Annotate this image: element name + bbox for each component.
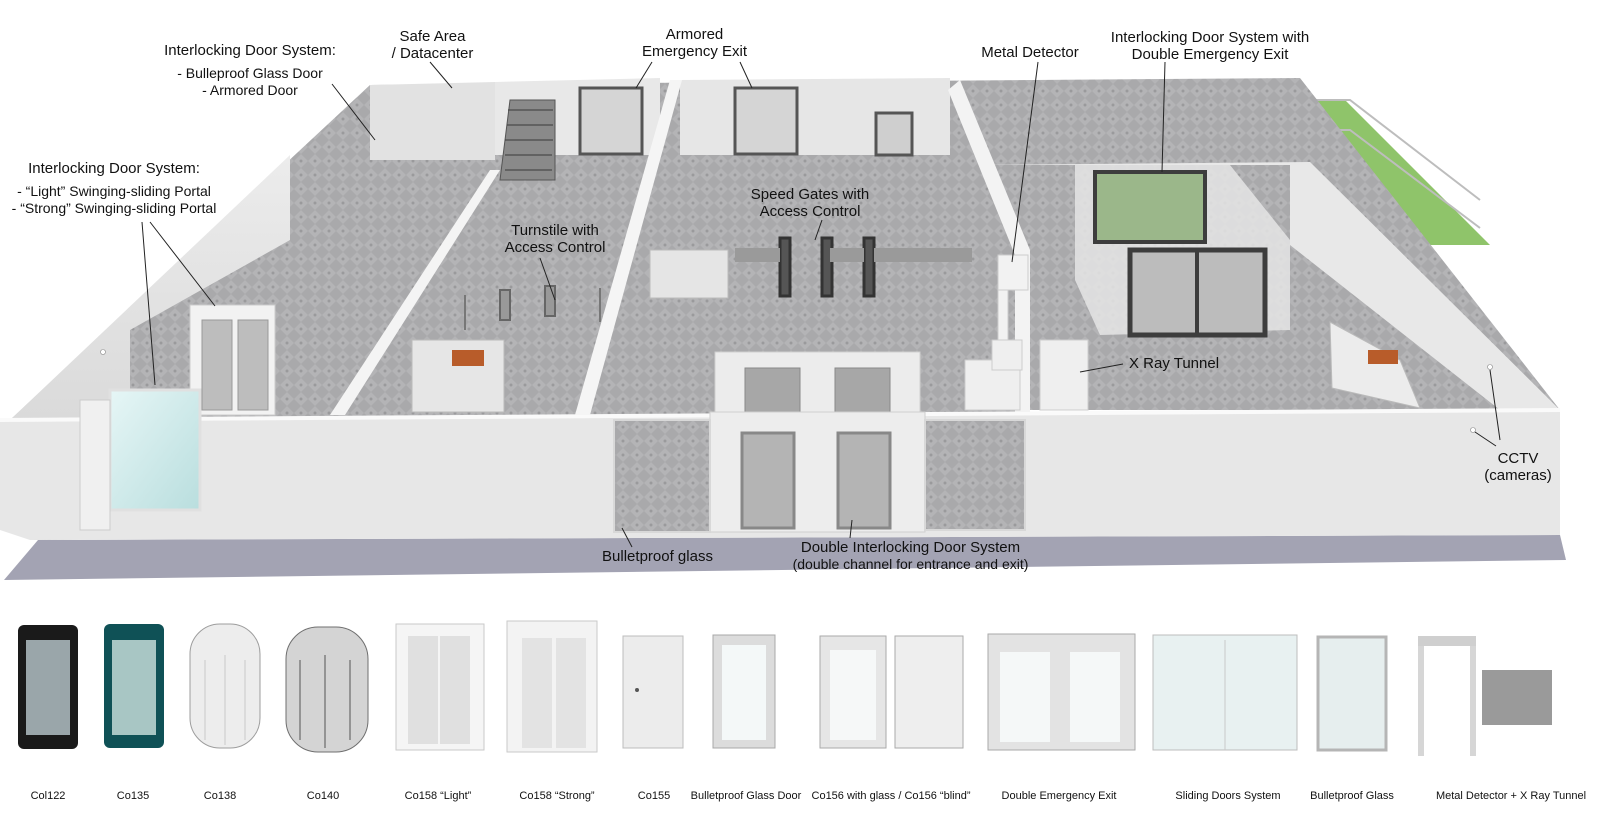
callout-safe-area: Safe Area / Datacenter (380, 28, 485, 62)
product-metal-detector-xray (1418, 636, 1552, 756)
callout-interlock-portal-line1: - “Light” Swinging-sliding Portal (17, 183, 211, 199)
callout-turnstile-line1: Turnstile with (511, 222, 599, 239)
building-base (4, 535, 1566, 580)
callout-interlock-portal-title: Interlocking Door System: (28, 160, 200, 177)
back-wall-left (10, 155, 290, 420)
callout-bulletproof-glass: Bulletproof glass (602, 548, 713, 565)
product-co155 (622, 635, 684, 749)
product-label: Co156 with glass / Co156 “blind” (811, 790, 971, 802)
glass-portal (79, 388, 202, 531)
callout-double-interlock-line2: (double channel for entrance and exit) (792, 556, 1029, 572)
callout-interlock-double-exit: Interlocking Door System with Double Eme… (1095, 29, 1325, 63)
callout-armored-exit-line2: Emergency Exit (641, 43, 748, 60)
callout-interlock-double-exit-line1: Interlocking Door System with (1110, 29, 1310, 46)
callout-interlock-top-line1: - Bulleproof Glass Door (177, 65, 323, 81)
product-label: Metal Detector + X Ray Tunnel (1435, 790, 1587, 802)
callout-interlock-top-line2: - Armored Door (202, 82, 298, 98)
callout-interlock-portal-line2: - “Strong” Swinging-sliding Portal (11, 200, 217, 216)
product-co140 (285, 626, 369, 753)
product-label: Double Emergency Exit (1001, 790, 1117, 802)
central-double-interlock (709, 351, 926, 533)
callout-cctv: CCTV (cameras) (1478, 450, 1558, 484)
product-sliding-doors-system (1152, 634, 1298, 751)
product-co156 (819, 635, 964, 749)
callout-speed-gates-line2: Access Control (759, 203, 861, 220)
product-label: Co140 (306, 790, 340, 802)
back-wall-far-right (975, 162, 1560, 410)
callout-speed-gates-line1: Speed Gates with (750, 186, 870, 203)
product-label: Sliding Doors System (1175, 790, 1281, 802)
product-label: Co138 (203, 790, 237, 802)
metal-detector (997, 254, 1029, 341)
callout-speed-gates: Speed Gates with Access Control (745, 186, 875, 220)
interlock-double-exit (1075, 165, 1290, 338)
product-thumbnails (18, 620, 1552, 756)
leader-lines (141, 61, 1501, 548)
callout-double-interlock: Double Interlocking Door System (double … (778, 539, 1043, 573)
partition-1 (330, 170, 500, 415)
armored-doors (578, 86, 914, 157)
callout-metal-detector: Metal Detector (981, 44, 1079, 61)
callout-double-interlock-line1: Double Interlocking Door System (800, 539, 1021, 556)
callout-interlock-portal: Interlocking Door System: - “Light” Swin… (6, 160, 222, 217)
callout-interlock-top-title: Interlocking Door System: (164, 42, 336, 59)
product-label: Co158 “Light” (404, 790, 472, 802)
product-label: Co158 “Strong” (519, 790, 595, 802)
cctv-cameras (100, 349, 1493, 433)
partition-2 (575, 80, 682, 415)
callout-turnstile: Turnstile with Access Control (495, 222, 615, 256)
callout-safe-area-line2: / Datacenter (391, 45, 474, 62)
callout-interlock-top: Interlocking Door System: - Bulleproof G… (150, 42, 350, 99)
product-co138 (189, 623, 261, 749)
product-co158-light (395, 623, 485, 751)
reception-desks (411, 249, 1421, 413)
product-bulletproof-glass (1316, 635, 1388, 752)
product-label: Co155 (637, 790, 671, 802)
callout-armored-exit-line1: Armored (665, 26, 724, 43)
staircase (499, 99, 556, 181)
portal-cabin (189, 304, 276, 416)
product-bulletproof-glass-door (712, 634, 776, 749)
turnstiles (464, 285, 601, 330)
product-label: Co135 (116, 790, 150, 802)
callout-xray: X Ray Tunnel (1128, 355, 1220, 372)
back-wall-center (370, 82, 495, 160)
product-label: Bulletproof Glass (1310, 790, 1394, 802)
callout-turnstile-line2: Access Control (504, 239, 606, 256)
product-label: Bulletproof Glass Door (690, 790, 802, 802)
callout-safe-area-line1: Safe Area (399, 28, 466, 45)
callout-cctv-line1: CCTV (1497, 450, 1539, 467)
product-double-emergency-exit (987, 633, 1136, 751)
xray-tunnel (964, 339, 1089, 411)
speed-gates (735, 236, 972, 298)
front-bulletproof-glass (613, 419, 1026, 533)
callout-interlock-double-exit-line2: Double Emergency Exit (1131, 46, 1289, 63)
callout-cctv-line2: (cameras) (1484, 467, 1552, 484)
callout-armored-exit: Armored Emergency Exit (632, 26, 757, 60)
product-label: Col122 (30, 790, 66, 802)
product-co158-strong (506, 620, 598, 753)
